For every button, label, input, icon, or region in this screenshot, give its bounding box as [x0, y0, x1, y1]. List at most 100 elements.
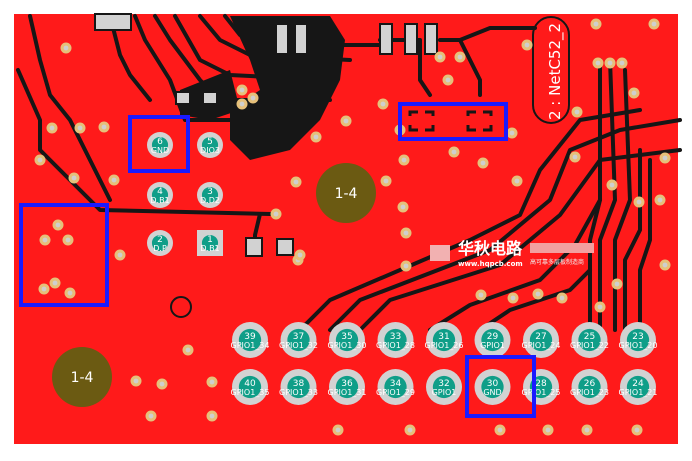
via [590, 18, 602, 30]
mounting-hole: 1-4 [316, 163, 376, 223]
via [475, 289, 487, 301]
pad-net-label: DIO3 [200, 146, 220, 155]
pad-number: 4 [157, 187, 163, 197]
pad-number: 31 [438, 332, 449, 342]
pad-net-label: GND [151, 146, 169, 155]
via [310, 131, 322, 143]
via [454, 51, 466, 63]
via [130, 375, 142, 387]
via [39, 234, 51, 246]
pad-number: 5 [207, 137, 213, 147]
via [34, 154, 46, 166]
highlight-gnd-pad [128, 115, 190, 173]
via [98, 121, 110, 133]
via [38, 283, 50, 295]
pad-number: 35 [341, 332, 352, 342]
pad-net-label: D.D2 [200, 196, 220, 205]
pad-number: 32 [438, 379, 449, 389]
pad: 2D.P [147, 230, 173, 256]
test-point-ring [170, 296, 192, 318]
highlight-via-group [19, 203, 109, 307]
pad-net-label: GPIO1 [432, 388, 457, 397]
pad-number: 37 [293, 332, 304, 342]
via [606, 179, 618, 191]
pad-net-label: GPIO1_28 [376, 341, 415, 350]
via [60, 42, 72, 54]
via [542, 424, 554, 436]
mounting-hole: 1-4 [52, 347, 112, 407]
pad-number: 34 [390, 379, 402, 389]
via [398, 154, 410, 166]
via [648, 18, 660, 30]
pad-number: 27 [535, 332, 546, 342]
pad-number: 6 [157, 137, 163, 147]
pad-net-label: D.P [153, 244, 167, 253]
pad-number: 39 [244, 332, 256, 342]
watermark-title: 华秋电路 [458, 239, 523, 258]
pad-net-label: GPIO1_30 [328, 341, 367, 350]
via [247, 92, 259, 104]
via [64, 287, 76, 299]
via [659, 152, 671, 164]
pad: 4D.B1 [147, 182, 173, 208]
via [521, 39, 533, 51]
net-label: 2 : NetC52_2 [546, 23, 565, 120]
via [477, 157, 489, 169]
via [400, 260, 412, 272]
via [400, 227, 412, 239]
mounting-hole-label: 1-4 [71, 370, 94, 386]
pad: 3D.D2 [197, 182, 223, 208]
via [442, 74, 454, 86]
pad: 1D.B1 [197, 230, 223, 256]
pad-net-label: GPIO1_31 [328, 388, 367, 397]
via [294, 249, 306, 261]
via [532, 288, 544, 300]
pad-number: 28 [535, 379, 547, 389]
via [377, 98, 389, 110]
pin-header: 39GPIO1_3437GPIO1_3235GPIO1_3033GPIO1_28… [231, 322, 657, 405]
pad-net-label: GPIO1_25 [522, 388, 561, 397]
watermark-url: www.hqpcb.com [458, 260, 523, 268]
via [604, 57, 616, 69]
pad-net-label: GND [483, 388, 501, 397]
via [506, 127, 518, 139]
via [270, 208, 282, 220]
smd-corner-pads [408, 110, 493, 132]
via [628, 87, 640, 99]
pad-net-label: GPIO1 [480, 341, 505, 350]
pad-number: 26 [584, 379, 596, 389]
via [397, 201, 409, 213]
watermark: 华秋电路 www.hqpcb.com 高可靠多层板制造商 [430, 239, 594, 268]
highlight-smd-pads [398, 102, 508, 141]
pad-net-label: GPIO1_22 [570, 341, 609, 350]
net-label-outline [532, 16, 570, 124]
via [494, 424, 506, 436]
pad-number: 29 [487, 332, 499, 342]
pad-number: 1 [207, 235, 213, 245]
via [156, 378, 168, 390]
pad-net-label: GPIO1_26 [425, 341, 464, 350]
via [434, 51, 446, 63]
pad-number: 36 [341, 379, 353, 389]
pad-number: 25 [584, 332, 595, 342]
via [616, 57, 628, 69]
ground-pour [230, 16, 345, 160]
via [631, 424, 643, 436]
copper-traces [16, 14, 682, 332]
pad-net-label: GPIO1_29 [376, 388, 415, 397]
